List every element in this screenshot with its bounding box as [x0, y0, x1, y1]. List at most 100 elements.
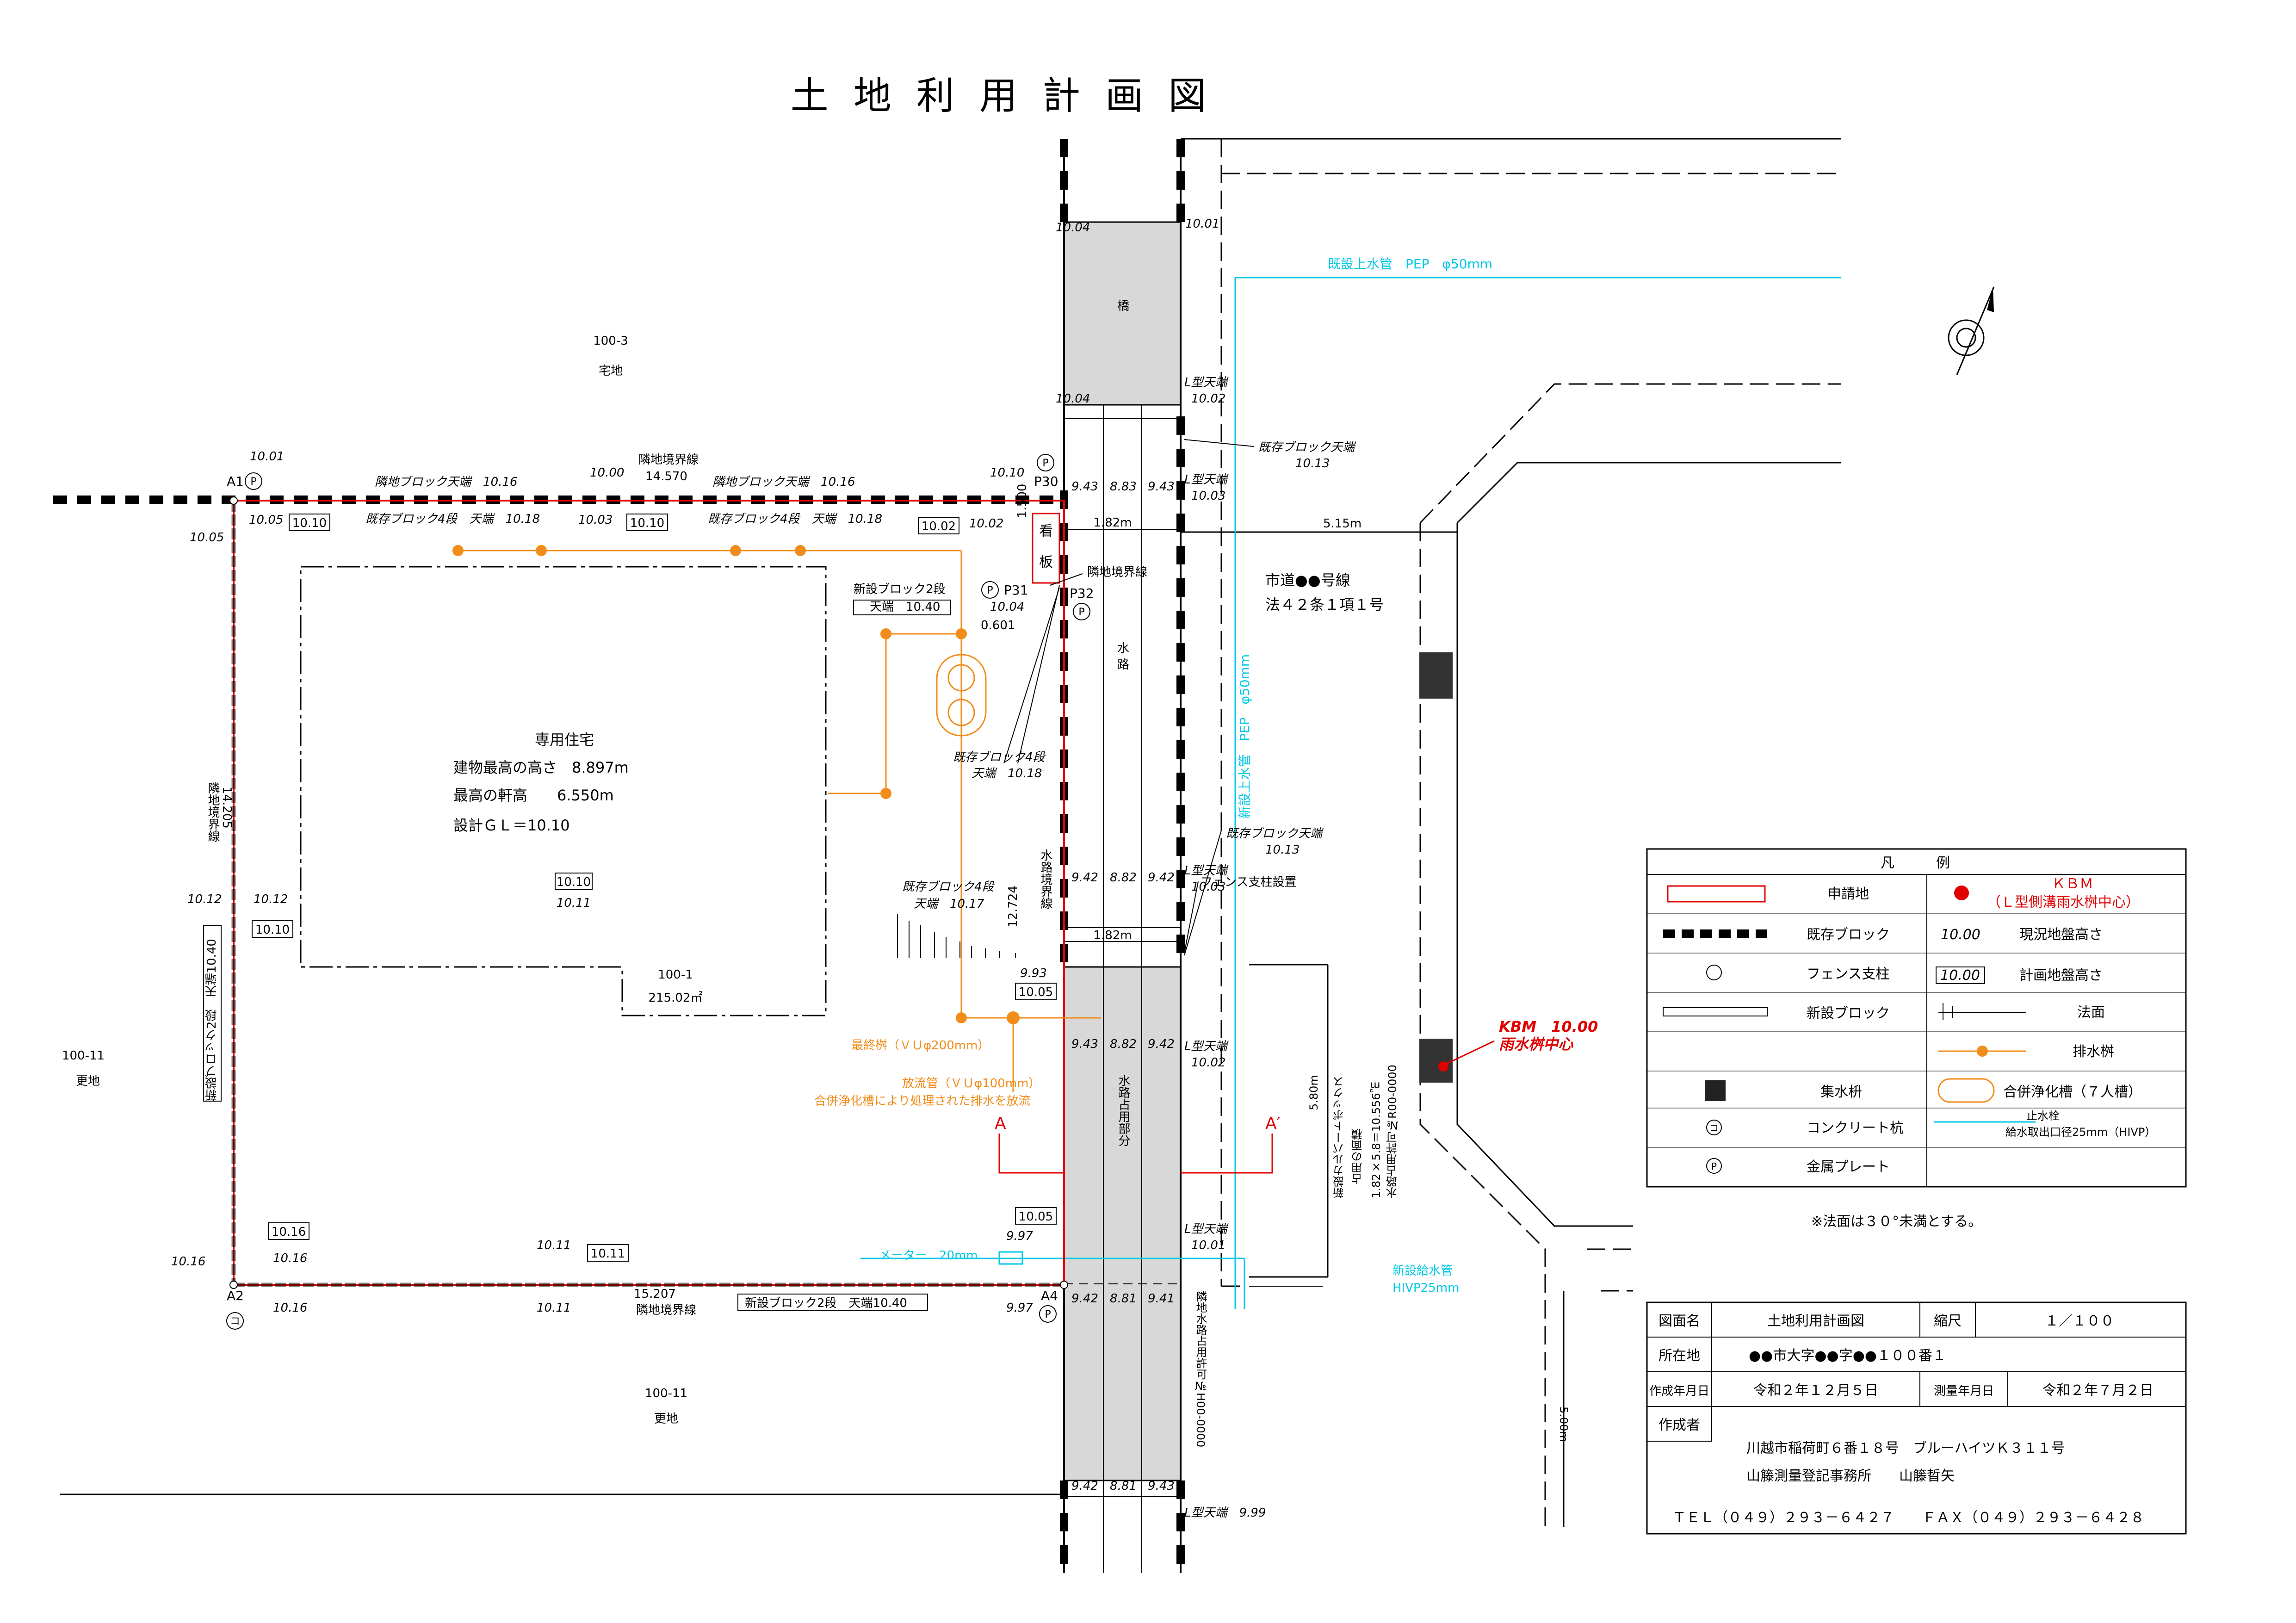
planned-level-boxes	[252, 514, 1057, 1262]
p-mark-a1: P	[250, 476, 256, 488]
catch-basin-2	[1419, 1039, 1453, 1083]
tb-survey-label: 測量年月日	[1934, 1384, 1994, 1398]
west-use: 更地	[76, 1074, 100, 1088]
sign-board	[1032, 513, 1060, 584]
water-boundary-len: 12.724	[1006, 886, 1020, 928]
level-row3-a: 9.43	[1071, 1037, 1098, 1051]
lv-ltype-4v: 10.02	[1191, 1056, 1225, 1070]
level-row3-c: 9.42	[1148, 1037, 1175, 1051]
marker-circles	[226, 454, 1090, 1330]
lv-997-a4: 9.97	[1006, 1301, 1033, 1315]
kbm-label-1: KBM 10.00	[1499, 1018, 1598, 1035]
legend-title: 凡 例	[1881, 855, 1950, 871]
level-row4-b: 8.81	[1110, 1292, 1137, 1306]
lv-ltype-1: L型天端	[1184, 376, 1229, 390]
drain-inlets	[452, 545, 1020, 1024]
north-arrow-icon	[1948, 286, 1995, 375]
north-boundary-len: 14.570	[645, 470, 687, 483]
lv-1016-w: 10.16	[171, 1255, 205, 1269]
point-a1: A1	[227, 474, 244, 489]
tb-made: 令和２年１２月５日	[1753, 1382, 1878, 1399]
water-pipes	[860, 277, 1841, 1309]
level-row5-b: 8.81	[1110, 1479, 1137, 1493]
point-a2: A2	[227, 1288, 244, 1303]
level-row2-a: 9.42	[1071, 871, 1098, 885]
road-name: 市道●●号線	[1265, 571, 1350, 589]
lv-ltype-5: L型天端	[1184, 1222, 1229, 1236]
legend-l6: 集水枡	[1820, 1084, 1862, 1100]
legend-p: P	[1711, 1161, 1717, 1172]
lv-1001-r: 10.01	[1185, 217, 1219, 231]
ko-mark-a2: コ	[230, 1316, 240, 1327]
water-boundary: 水路境界線	[1039, 849, 1052, 909]
south-boundary: 隣地境界線	[636, 1303, 696, 1317]
lot-no: 100-1	[658, 968, 693, 982]
level-row3-b: 8.82	[1110, 1037, 1137, 1051]
legend-r6: 合併浄化槽（７人槽）	[2003, 1084, 2142, 1100]
new-water-pipe: 新設上水管 PEP φ50mm	[1237, 654, 1252, 819]
exist-top-a: 既存ブロック天端	[1258, 440, 1356, 454]
legend-r3-sym: 10.00	[1940, 967, 1980, 984]
new-supply-pipe: 新設給水管	[1392, 1264, 1453, 1278]
lv-1004-br: 10.04	[1056, 221, 1090, 235]
new-supply-pipe-2: HIVP25mm	[1392, 1281, 1459, 1295]
south-new-block: 新設ブロック2段 天端10.40	[745, 1296, 907, 1310]
new-2dan: 新設ブロック2段	[854, 582, 946, 596]
box-1005-e: 10.05	[1019, 985, 1053, 999]
box-1002: 10.02	[922, 520, 956, 533]
road-width-500: 5.00m	[1557, 1406, 1570, 1442]
south-boundary-len: 15.207	[634, 1287, 676, 1301]
meter-label: メーター 20mm	[879, 1249, 978, 1263]
west-boundary-len: 14.205	[220, 787, 234, 829]
lv-ltype-2: L型天端	[1184, 473, 1229, 487]
lv-1003: 10.03	[578, 513, 613, 527]
tb-scale: １／１００	[2045, 1313, 2114, 1329]
level-row4-c: 9.41	[1148, 1292, 1175, 1306]
lv-1011-s: 10.11	[537, 1239, 571, 1252]
bridge-label: 橋	[1117, 299, 1129, 313]
lv-p31: 10.04	[990, 600, 1024, 614]
p-mark-p32: P	[1078, 607, 1084, 618]
eave-height: 最高の軒高 6.550m	[453, 787, 614, 804]
lv-w-1005: 10.05	[190, 531, 224, 545]
culvert-4: 水路占用許可№R00-0000	[1386, 1065, 1399, 1198]
legend: 凡 例 コ P 申請地 既存ブロック フェンス支柱 新設ブロック 集水枡 コンク…	[1646, 848, 2187, 1188]
house-footprint	[300, 566, 827, 1016]
exist-top-b: 既存ブロック天端	[1226, 827, 1324, 841]
outlet-pipe-2: 合併浄化槽により処理された排水を放流	[814, 1094, 1030, 1108]
bridge-area	[1063, 221, 1182, 406]
lv-ltype-1v: 10.02	[1191, 392, 1225, 406]
tb-name: 土地利用計画図	[1767, 1313, 1864, 1329]
tb-author-label: 作成者	[1659, 1417, 1700, 1433]
lv-993: 9.93	[1020, 966, 1047, 980]
lv-997: 9.97	[1006, 1229, 1033, 1243]
lv-1011-s2: 10.11	[537, 1301, 571, 1315]
legend-l2: 既存ブロック	[1807, 927, 1890, 943]
lv-ltype-6: L型天端 9.99	[1184, 1506, 1266, 1520]
lv-1016-a2: 10.16	[273, 1301, 307, 1315]
legend-r2: 現況地盤高さ	[2019, 927, 2103, 943]
north-use: 宅地	[599, 364, 623, 378]
legend-note: ※法面は３０°未満とする。	[1811, 1214, 1982, 1230]
waterway: 橋 水 路 水路占用部分 1.82m 1.82m 9.43 8.83 9.43 …	[1060, 139, 1207, 1573]
legend-l3: フェンス支柱	[1807, 966, 1889, 982]
legend-l8: 金属プレート	[1807, 1159, 1890, 1175]
exist-top-b-v: 10.13	[1265, 843, 1300, 857]
outlet-pipe: 放流管（ＶＵφ100mm）	[902, 1077, 1040, 1090]
level-row2-c: 9.42	[1148, 871, 1175, 885]
tb-tel: ＴＥＬ（０４９）２９３－６４２７ ＦＡＸ（０４９）２９３－６４２８	[1672, 1510, 2144, 1526]
kbm-label-2: 雨水桝中心	[1499, 1035, 1573, 1053]
legend-r1b: （Ｌ型側溝雨水桝中心）	[1987, 894, 2140, 911]
section-a: A	[995, 1114, 1006, 1133]
lv-1012-w: 10.12	[187, 892, 222, 906]
north-block-1: 隣地ブロック天端 10.16	[375, 475, 517, 489]
culvert-length: 5.80m	[1307, 1075, 1320, 1110]
exist-4dan-east-top: 天端 10.18	[972, 767, 1042, 781]
tb-scale-label: 縮尺	[1934, 1313, 1962, 1329]
tb-name-label: 図面名	[1659, 1313, 1700, 1329]
lv-p30: 10.10	[990, 466, 1024, 480]
west-new-block: 新設ブロック2段 天端10.40	[205, 939, 219, 1101]
legend-r7: 止水栓	[2026, 1109, 2060, 1122]
west-lot: 100-11	[62, 1049, 105, 1063]
box-1011-s: 10.11	[591, 1247, 625, 1261]
